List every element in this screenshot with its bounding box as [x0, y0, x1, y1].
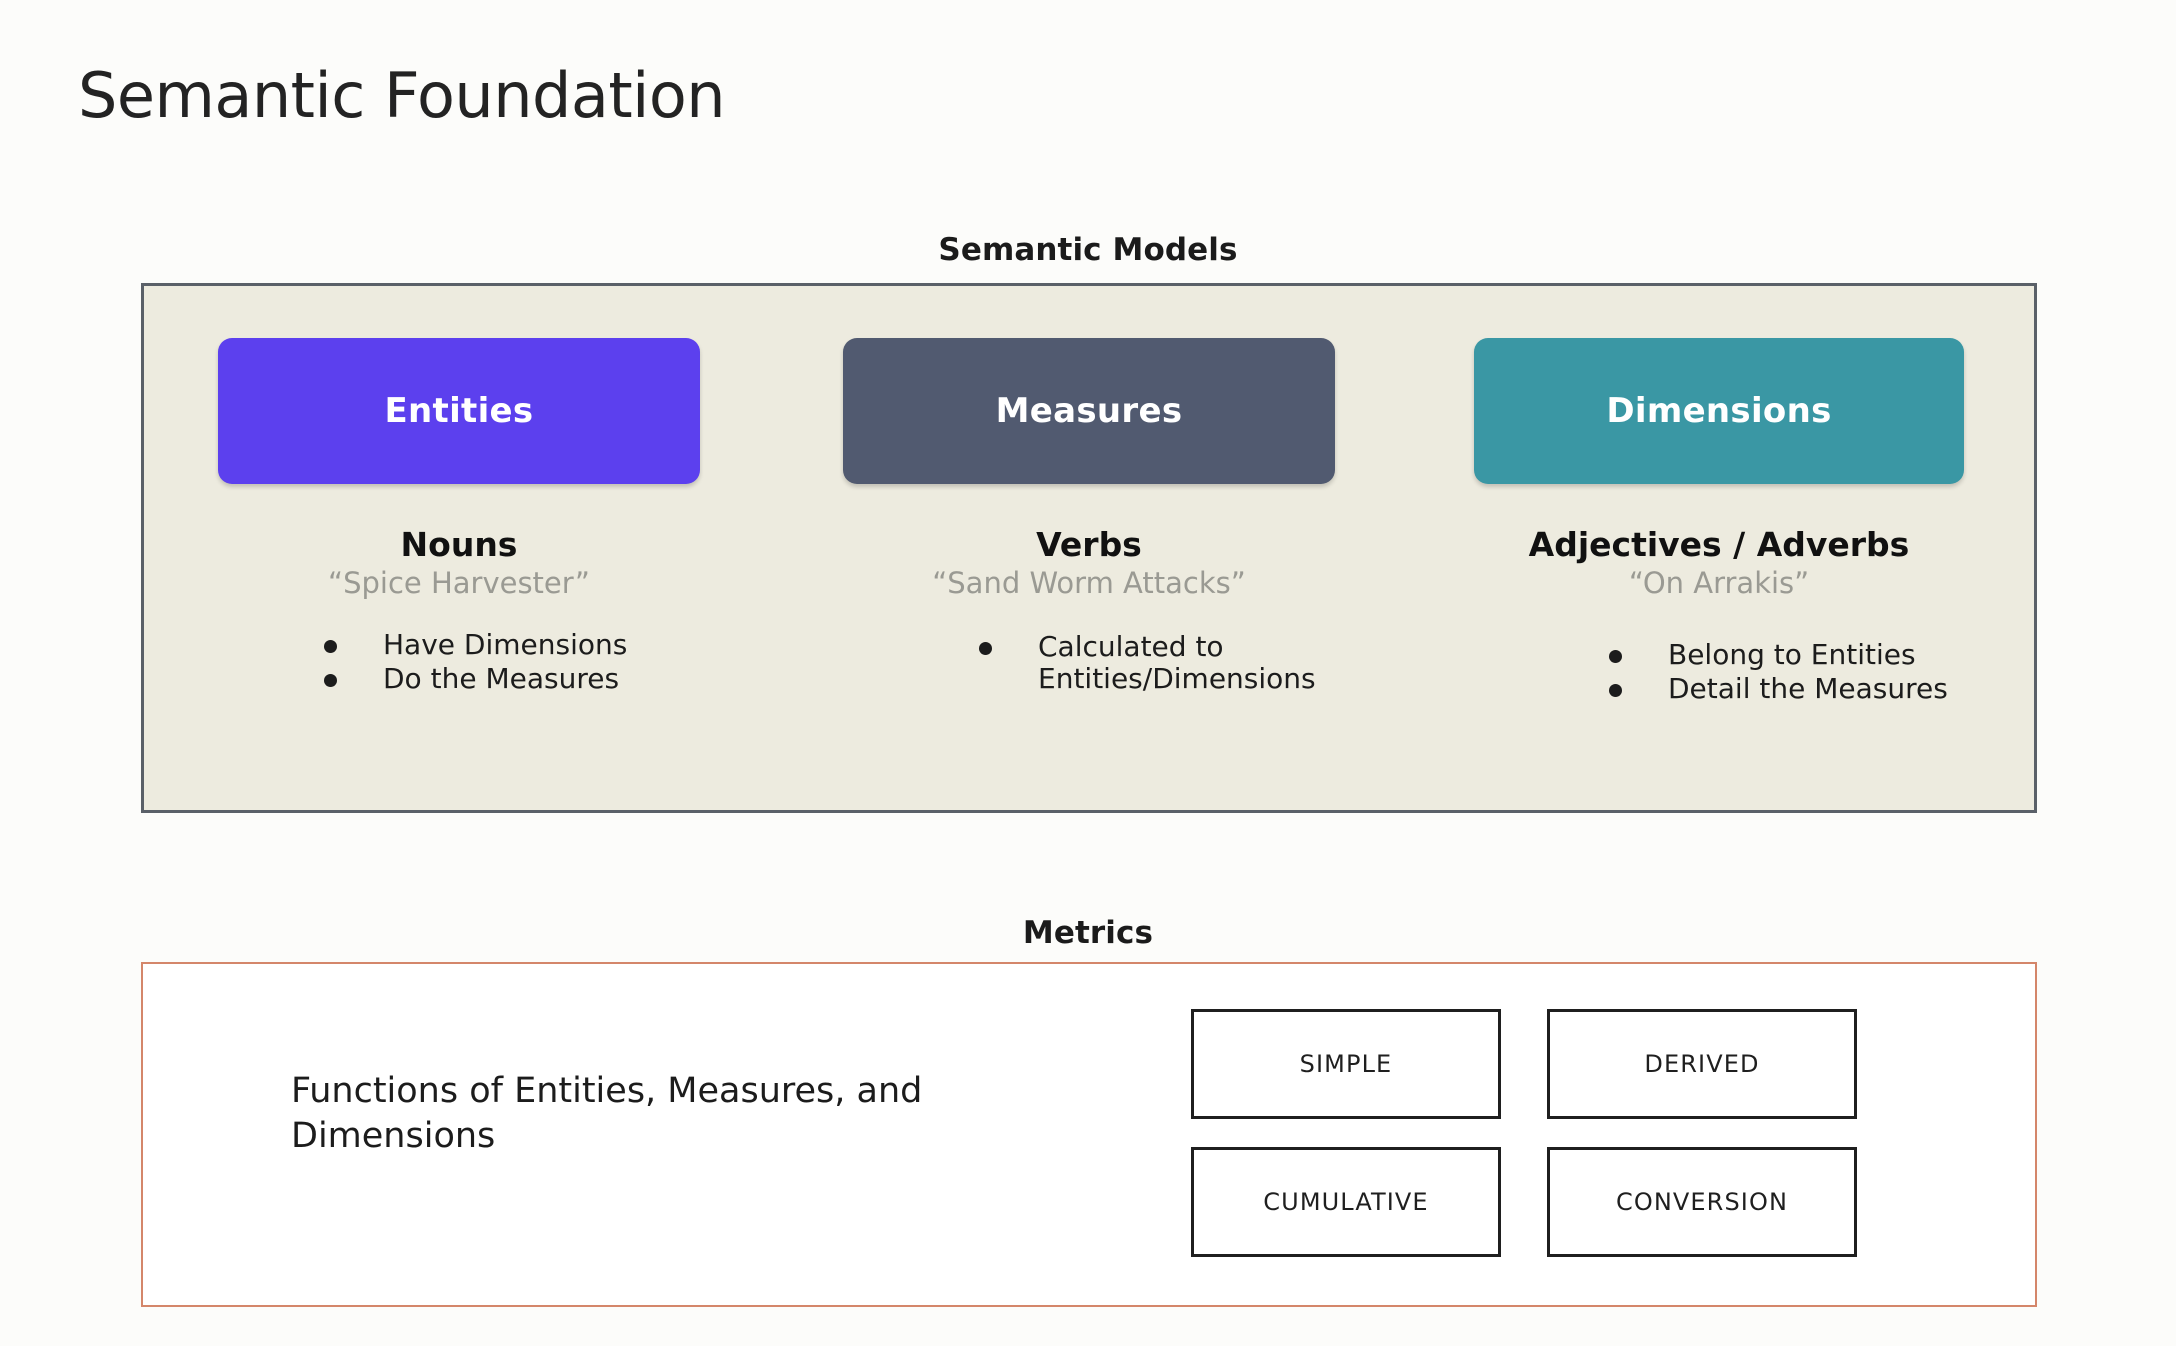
bullet-dot-icon [1609, 683, 1622, 697]
chip-measures[interactable]: Measures [843, 338, 1335, 484]
metric-type-conversion[interactable]: CONVERSION [1547, 1147, 1857, 1257]
bullet-dot-icon [979, 641, 992, 655]
list-item: Have Dimensions [324, 627, 774, 661]
semantic-models-panel: Entities Nouns “Spice Harvester” Have Di… [141, 283, 2037, 813]
list-item: Calculated to Entities/Dimensions [979, 629, 1404, 695]
chip-entities[interactable]: Entities [218, 338, 700, 484]
metrics-description: Functions of Entities, Measures, and Dim… [291, 1071, 923, 1156]
example-dimensions: “On Arrakis” [1628, 565, 1810, 600]
list-item: Belong to Entities [1609, 637, 2034, 671]
metric-type-derived[interactable]: DERIVED [1547, 1009, 1857, 1119]
chip-dimensions[interactable]: Dimensions [1474, 338, 1964, 484]
bullet-list-dimensions: Belong to Entities Detail the Measures [1609, 637, 2034, 705]
metrics-panel: Functions of Entities, Measures, and Dim… [141, 962, 2037, 1307]
example-measures: “Sand Worm Attacks” [932, 565, 1246, 600]
bullet-dot-icon [324, 639, 337, 653]
model-column-measures: Measures Verbs “Sand Worm Attacks” Calcu… [774, 286, 1404, 810]
bullet-text: Have Dimensions [383, 627, 628, 661]
bullet-text: Calculated to Entities/Dimensions [1038, 629, 1316, 695]
bullet-text: Do the Measures [383, 661, 620, 695]
metrics-type-grid: SIMPLE DERIVED CUMULATIVE CONVERSION [1191, 1009, 1857, 1257]
metrics-label: Metrics [1022, 915, 1154, 951]
list-item: Detail the Measures [1609, 671, 2034, 705]
bullet-dot-icon [1609, 649, 1622, 663]
semantic-models-grid: Entities Nouns “Spice Harvester” Have Di… [144, 286, 2034, 810]
bullet-dot-icon [324, 673, 337, 687]
bullet-text: Belong to Entities [1668, 637, 1916, 671]
part-of-speech-entities: Nouns [400, 525, 518, 564]
bullet-list-entities: Have Dimensions Do the Measures [324, 627, 774, 695]
metric-type-simple[interactable]: SIMPLE [1191, 1009, 1501, 1119]
model-column-entities: Entities Nouns “Spice Harvester” Have Di… [144, 286, 774, 810]
model-column-dimensions: Dimensions Adjectives / Adverbs “On Arra… [1404, 286, 2034, 810]
page-title: Semantic Foundation [78, 59, 726, 132]
list-item: Do the Measures [324, 661, 774, 695]
part-of-speech-dimensions: Adjectives / Adverbs [1528, 525, 1910, 564]
part-of-speech-measures: Verbs [1036, 525, 1142, 564]
bullet-text: Detail the Measures [1668, 671, 1948, 705]
bullet-list-measures: Calculated to Entities/Dimensions [979, 629, 1404, 695]
example-entities: “Spice Harvester” [328, 565, 590, 600]
metric-type-cumulative[interactable]: CUMULATIVE [1191, 1147, 1501, 1257]
semantic-models-label: Semantic Models [938, 232, 1238, 268]
